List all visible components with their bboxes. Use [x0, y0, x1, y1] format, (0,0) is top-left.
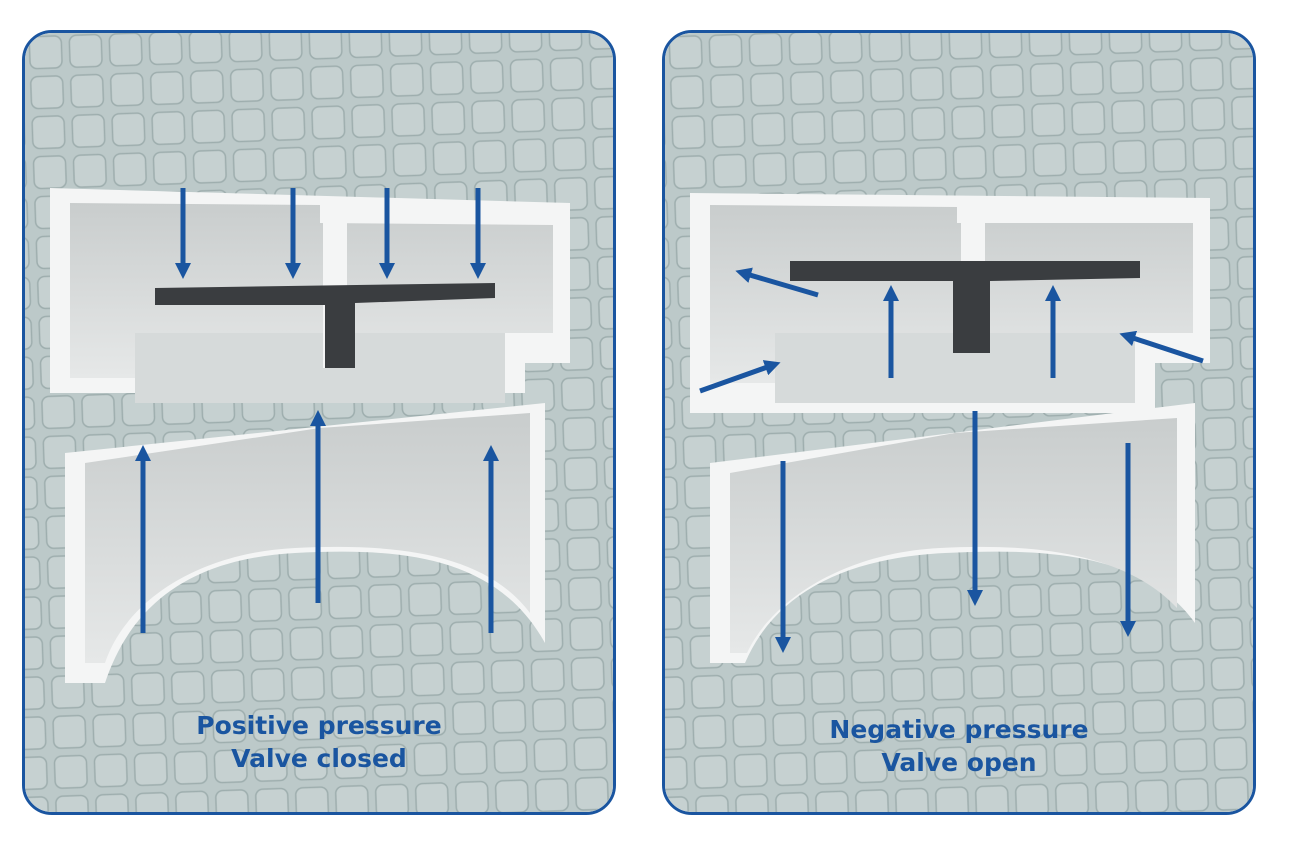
caption-line-2: Valve closed [231, 744, 407, 773]
arrow-in-left [699, 360, 781, 394]
valve-body [690, 193, 1210, 663]
arrow-in-right [1119, 330, 1204, 364]
valve-seal [790, 261, 1140, 353]
valve-seal [155, 283, 495, 368]
caption-line-1: Negative pressure [829, 715, 1089, 744]
caption-positive: Positive pressure Valve closed [25, 709, 613, 775]
valve-open-illustration [665, 33, 1253, 812]
air-flow-arrows [699, 267, 1204, 654]
caption-negative: Negative pressure Valve open [665, 713, 1253, 779]
caption-line-2: Valve open [881, 748, 1037, 777]
panel-negative-pressure: Negative pressure Valve open [662, 30, 1256, 815]
air-flow-arrows [134, 188, 500, 633]
valve-closed-illustration [25, 33, 613, 812]
panel-positive-pressure: Positive pressure Valve closed [22, 30, 616, 815]
caption-line-1: Positive pressure [196, 711, 442, 740]
arrow-out-left [735, 267, 819, 298]
